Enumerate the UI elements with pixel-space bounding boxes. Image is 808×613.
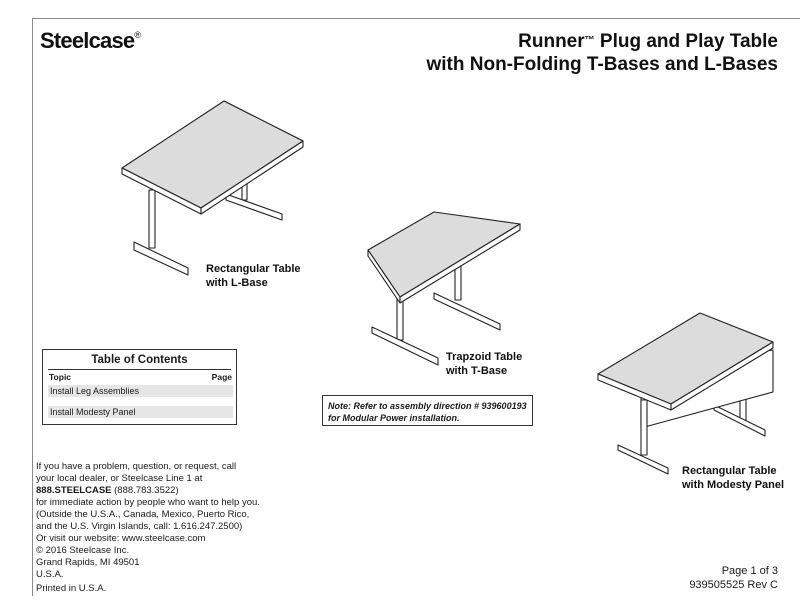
rectangular-table-l-base-illustration bbox=[121, 100, 304, 276]
frame-top-rule bbox=[32, 18, 800, 19]
toc-divider bbox=[48, 369, 231, 370]
international-contact: (Outside the U.S.A., Canada, Mexico, Pue… bbox=[36, 509, 250, 544]
caption-modesty-panel: Rectangular Table with Modesty Panel bbox=[682, 465, 785, 491]
phone-line: 888.STEELCASE (888.783.3522) bbox=[36, 485, 179, 496]
doc-number: 939505525 Rev C bbox=[689, 579, 778, 591]
power-installation-note: Note: Refer to assembly direction # 9396… bbox=[322, 395, 533, 426]
printed-in: Printed in U.S.A. bbox=[36, 583, 107, 594]
caption-rectangular-l-base: Rectangular Table with L-Base bbox=[206, 263, 301, 289]
trapezoid-table-t-base-illustration bbox=[367, 211, 521, 366]
toc-row[interactable]: Install Modesty Panel bbox=[48, 406, 233, 418]
frame-left-rule bbox=[32, 18, 33, 596]
toc-row[interactable]: Install Leg Assemblies bbox=[48, 385, 233, 397]
toc-title: Table of Contents bbox=[91, 354, 188, 366]
page-number: Page 1 of 3 bbox=[721, 565, 778, 577]
copyright-block: © 2016 Steelcase Inc. Grand Rapids, MI 4… bbox=[36, 545, 140, 580]
steelcase-logo: Steelcase® bbox=[40, 28, 141, 54]
table-of-contents: Table of Contents Topic Page Install Leg… bbox=[42, 349, 237, 425]
rectangular-table-modesty-panel-illustration bbox=[597, 312, 774, 475]
document-title: Runner™ Plug and Play Table with Non-Fol… bbox=[426, 30, 778, 76]
toc-page-header: Page bbox=[211, 372, 232, 382]
title-line-2: with Non-Folding T-Bases and L-Bases bbox=[426, 54, 778, 75]
trademark-mark: ™ bbox=[584, 35, 595, 46]
contact-info: If you have a problem, question, or requ… bbox=[36, 461, 260, 508]
caption-trapezoid-t-base: Trapzoid Table with T-Base bbox=[446, 351, 523, 377]
toc-topic-header: Topic bbox=[49, 372, 72, 382]
title-line-1: Runner™ Plug and Play Table bbox=[518, 31, 778, 52]
page-footer: Page 1 of 3 939505525 Rev C bbox=[689, 564, 778, 592]
website-line: Or visit our website: www.steelcase.com bbox=[36, 533, 206, 544]
logo-text: Steelcase bbox=[40, 28, 135, 53]
logo-reg-mark: ® bbox=[134, 30, 141, 40]
